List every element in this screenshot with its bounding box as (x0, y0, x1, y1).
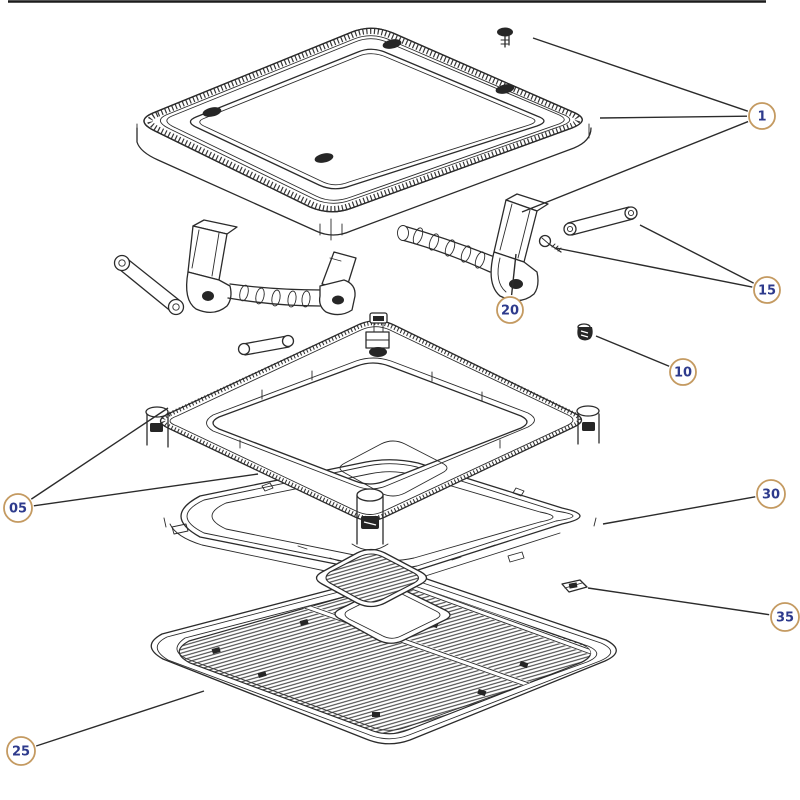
leader-line (555, 247, 753, 288)
fixing-clip (561, 579, 588, 593)
callout-circle[interactable] (6, 736, 36, 766)
callout-15[interactable]: 15 (555, 224, 781, 304)
left-hinge-bracket (185, 219, 357, 316)
post-left (145, 406, 169, 448)
leader-line (35, 690, 205, 747)
inner-frame (145, 312, 600, 551)
knob-nut (577, 323, 593, 341)
leader-line (599, 115, 748, 119)
leader-line (587, 587, 770, 616)
post-right (576, 405, 600, 445)
leader-line (602, 496, 756, 525)
garnish-clips (171, 482, 525, 563)
callout-label: 30 (762, 488, 780, 503)
callout-circle[interactable] (770, 602, 800, 632)
callout-30[interactable]: 30 (602, 479, 786, 525)
callout-circle[interactable] (756, 479, 786, 509)
tray-with-flyscreen (150, 573, 617, 745)
dome-lid (136, 27, 592, 241)
leader-line (521, 120, 749, 213)
leader-line (30, 407, 169, 500)
callout-circle[interactable] (3, 493, 33, 523)
callout-1[interactable]: 1 (521, 37, 776, 213)
callout-circle[interactable] (748, 102, 776, 130)
lid-screw (497, 27, 513, 48)
callout-20[interactable]: 20 (496, 253, 524, 324)
leader-line (532, 37, 749, 112)
callout-layer: 1 15 20 10 05 30 35 25 (3, 37, 800, 766)
callout-25[interactable]: 25 (6, 690, 205, 766)
callout-circle[interactable] (669, 358, 697, 386)
callout-label: 05 (9, 502, 27, 517)
leader-line (510, 253, 517, 296)
garnish-frame (163, 459, 597, 608)
callout-label: 10 (674, 366, 692, 381)
frame-latch (365, 312, 390, 357)
frame-corner-posts (145, 312, 600, 551)
leader-line (33, 473, 259, 507)
callout-10[interactable]: 10 (595, 335, 697, 386)
frame-wall-ribs (239, 370, 501, 449)
callout-35[interactable]: 35 (587, 587, 800, 632)
hinge-screw (538, 234, 562, 253)
callout-label: 1 (757, 110, 766, 125)
post-bottom (351, 488, 389, 551)
callout-circle[interactable] (753, 276, 781, 304)
callout-label: 15 (758, 284, 776, 299)
callout-circle[interactable] (496, 296, 524, 324)
callout-label: 35 (776, 611, 794, 626)
lifter-handle (397, 193, 549, 302)
callout-label: 25 (12, 745, 30, 760)
link-rods (113, 206, 638, 356)
leader-line (595, 335, 670, 367)
lid-screw-plugs (202, 39, 515, 163)
callout-05[interactable]: 05 (3, 407, 259, 523)
leader-line (639, 224, 754, 284)
callout-label: 20 (501, 304, 519, 319)
